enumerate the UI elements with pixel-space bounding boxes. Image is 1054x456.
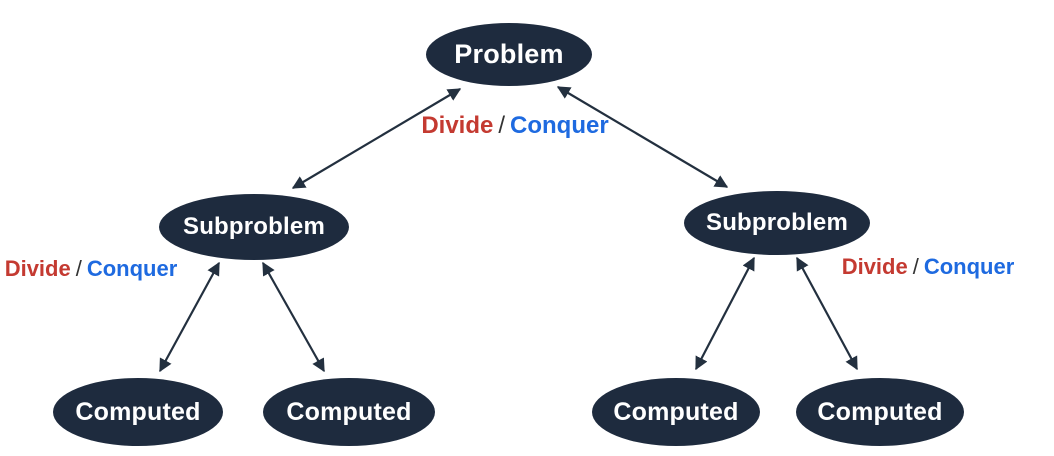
edge-problem-subproblem-right bbox=[556, 86, 729, 188]
node-computed-4-label: Computed bbox=[817, 397, 943, 426]
edge-subproblem-right-computed-3 bbox=[695, 256, 755, 371]
conquer-text-right: Conquer bbox=[923, 254, 1015, 279]
node-computed-2: Computed bbox=[263, 378, 435, 446]
divide-text-right: Divide bbox=[841, 254, 908, 279]
edge-subproblem-left-computed-2 bbox=[262, 261, 325, 373]
slash-separator-right: / bbox=[912, 254, 919, 279]
node-computed-3: Computed bbox=[592, 378, 760, 446]
node-computed-2-label: Computed bbox=[286, 397, 412, 426]
conquer-text-top: Conquer bbox=[510, 112, 609, 139]
edge-problem-subproblem-left bbox=[291, 88, 462, 189]
node-computed-3-label: Computed bbox=[613, 397, 739, 426]
slash-separator-left: / bbox=[75, 256, 82, 281]
node-computed-1-label: Computed bbox=[75, 397, 201, 426]
node-subproblem-left: Subproblem bbox=[159, 194, 349, 260]
node-subproblem-right-label: Subproblem bbox=[705, 209, 848, 236]
edge-subproblem-left-computed-1 bbox=[159, 261, 220, 373]
divide-text-top: Divide bbox=[421, 112, 494, 139]
divide-text-left: Divide bbox=[4, 256, 71, 281]
edge-label-divide-conquer-right: Divide/Conquer bbox=[837, 254, 1019, 280]
slash-separator-top: / bbox=[498, 112, 506, 139]
node-subproblem-left-label: Subproblem bbox=[182, 213, 325, 240]
edge-label-divide-conquer-left: Divide/Conquer bbox=[0, 256, 182, 282]
node-computed-1: Computed bbox=[53, 378, 223, 446]
edge-label-divide-conquer-top: Divide/Conquer bbox=[390, 112, 640, 140]
edge-subproblem-right-computed-4 bbox=[796, 256, 858, 371]
node-problem: Problem bbox=[426, 23, 592, 86]
node-computed-4: Computed bbox=[796, 378, 964, 446]
conquer-text-left: Conquer bbox=[86, 256, 178, 281]
node-problem-label: Problem bbox=[454, 39, 564, 69]
node-subproblem-right: Subproblem bbox=[684, 191, 870, 255]
